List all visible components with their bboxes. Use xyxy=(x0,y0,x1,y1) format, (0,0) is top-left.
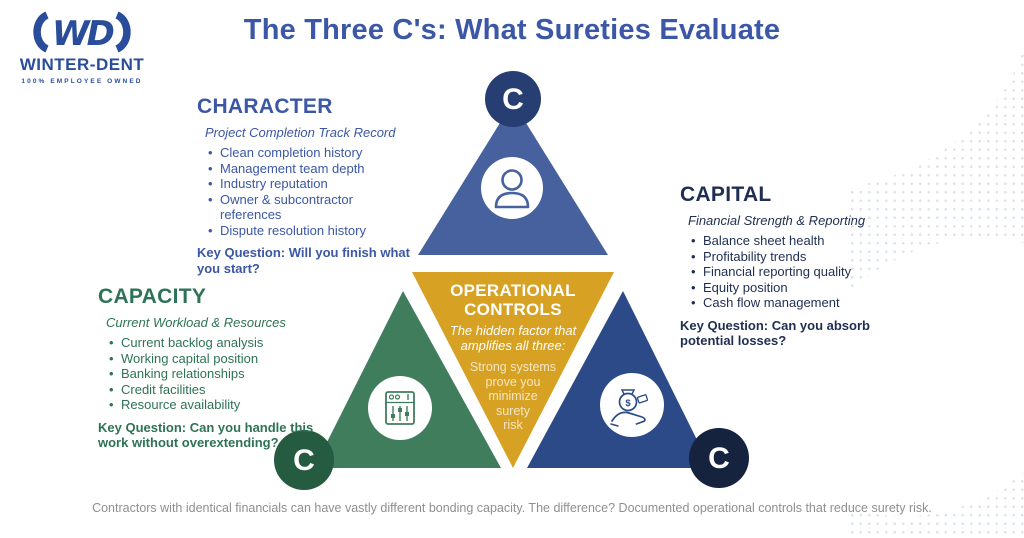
bullet-item: Owner & subcontractor references xyxy=(207,192,415,223)
capital-c-badge xyxy=(689,428,749,488)
capacity-heading: CAPACITY xyxy=(98,285,207,308)
bullet-item: Management team depth xyxy=(207,161,415,177)
bullet-item: Resource availability xyxy=(108,397,326,413)
character-c-badge xyxy=(485,71,541,127)
character-c-letter: C xyxy=(502,83,524,116)
operational-controls-body: prove you xyxy=(485,374,541,389)
money-hand-icon: $ xyxy=(610,389,649,427)
page-title: The Three C's: What Sureties Evaluate xyxy=(243,14,781,46)
bullet-item: Cash flow management xyxy=(690,295,892,311)
wd-logo-letters: WD xyxy=(52,14,114,54)
capital-c-letter: C xyxy=(708,442,730,475)
operational-controls-body: minimize xyxy=(488,389,538,403)
wd-logo-mark-icon: WD xyxy=(33,11,131,54)
capacity-bullet-list: Current backlog analysis Working capital… xyxy=(108,335,326,413)
capacity-c-badge xyxy=(274,430,334,490)
operational-controls-text: OPERATIONAL CONTROLS The hidden factor t… xyxy=(426,281,600,433)
logo-company-name: WINTER-DENT xyxy=(19,55,145,74)
character-heading: CHARACTER xyxy=(197,95,333,118)
character-bullet-list: Clean completion history Management team… xyxy=(207,145,415,238)
svg-text:$: $ xyxy=(625,398,631,409)
bullet-item: Working capital position xyxy=(108,351,326,367)
bullet-item: Clean completion history xyxy=(207,145,415,161)
bullet-item: Equity position xyxy=(690,280,892,296)
bullet-item: Industry reputation xyxy=(207,176,415,192)
operational-controls-body: Strong systems xyxy=(469,360,557,374)
capacity-c-letter: C xyxy=(293,444,315,477)
logo-tagline: 100% EMPLOYEE OWNED xyxy=(21,78,143,85)
capacity-subtitle: Current Workload & Resources xyxy=(106,315,286,330)
bullet-item: Current backlog analysis xyxy=(108,335,326,351)
operational-controls-title: CONTROLS xyxy=(464,300,562,319)
capital-key-question: Key Question: Can you absorb potential l… xyxy=(680,317,870,349)
character-section: CHARACTER Project Completion Track Recor… xyxy=(197,95,415,276)
bullet-item: Credit facilities xyxy=(108,382,326,398)
character-subtitle: Project Completion Track Record xyxy=(205,125,396,140)
operational-controls-triangle xyxy=(412,272,614,468)
bullet-item: Balance sheet health xyxy=(690,233,892,249)
capital-bullet-list: Balance sheet health Profitability trend… xyxy=(690,233,892,311)
person-icon-circle xyxy=(481,157,543,219)
operational-controls-subtitle: The hidden factor that xyxy=(449,323,577,338)
capital-section: CAPITAL Financial Strength & Reporting B… xyxy=(680,183,892,349)
capital-heading: CAPITAL xyxy=(680,183,772,206)
control-panel-icon xyxy=(385,391,415,425)
bullet-item: Financial reporting quality xyxy=(690,264,892,280)
winter-dent-logo: WD WINTER-DENT 100% EMPLOYEE OWNED xyxy=(18,10,146,85)
character-key-question: Key Question: Will you finish what you s… xyxy=(197,245,410,276)
footer-caption: Contractors with identical financials ca… xyxy=(92,501,932,515)
capital-subtitle: Financial Strength & Reporting xyxy=(688,213,866,228)
operational-controls-title: OPERATIONAL xyxy=(450,281,576,300)
money-hand-icon-circle xyxy=(600,373,664,437)
capacity-section: CAPACITY Current Workload & Resources Cu… xyxy=(98,285,326,451)
operational-controls-body: surety xyxy=(495,403,531,418)
capacity-key-question: Key Question: Can you handle this work w… xyxy=(98,419,314,451)
operational-controls-subtitle: amplifies all three: xyxy=(460,338,566,353)
bullet-item: Profitability trends xyxy=(690,249,892,265)
bullet-item: Banking relationships xyxy=(108,366,326,382)
bullet-item: Dispute resolution history xyxy=(207,223,415,239)
operational-controls-body: risk xyxy=(503,418,523,432)
person-icon xyxy=(494,169,530,209)
